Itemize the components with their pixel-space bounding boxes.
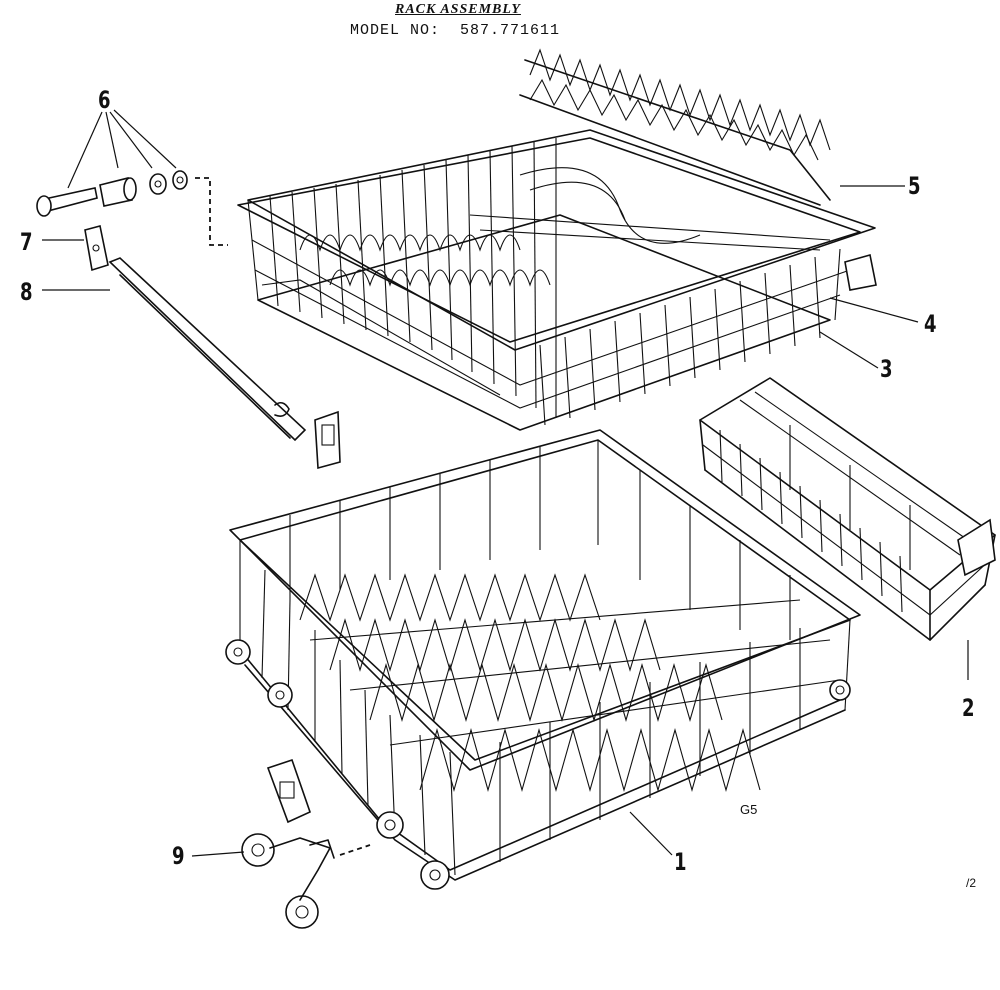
wheel-assembly — [241, 758, 371, 929]
hardware-parts — [36, 170, 228, 246]
callout-7: 7 — [20, 228, 33, 256]
callout-5: 5 — [908, 172, 921, 200]
callout-4: 4 — [924, 310, 937, 338]
model-number: MODEL NO: 587.771611 — [350, 22, 561, 39]
lower-rack-wheels — [225, 639, 851, 890]
callout-3: 3 — [880, 355, 893, 383]
callout-1: 1 — [674, 848, 687, 876]
track-parts — [84, 225, 341, 470]
callout-8: 8 — [20, 278, 33, 306]
figure-code: G5 — [740, 802, 758, 817]
page-mark: /2 — [966, 876, 977, 890]
callout-9: 9 — [172, 842, 185, 870]
cup-shelf-tines — [519, 48, 831, 206]
diagram-title: RACK ASSEMBLY — [395, 2, 521, 17]
lower-rack — [225, 429, 861, 890]
silverware-basket — [699, 377, 996, 641]
upper-tine-row — [299, 214, 831, 287]
lower-tine-rows — [299, 573, 841, 793]
leader-lines — [42, 109, 969, 857]
callout-6: 6 — [98, 86, 111, 114]
upper-rack — [237, 129, 877, 431]
callout-2: 2 — [962, 694, 975, 722]
